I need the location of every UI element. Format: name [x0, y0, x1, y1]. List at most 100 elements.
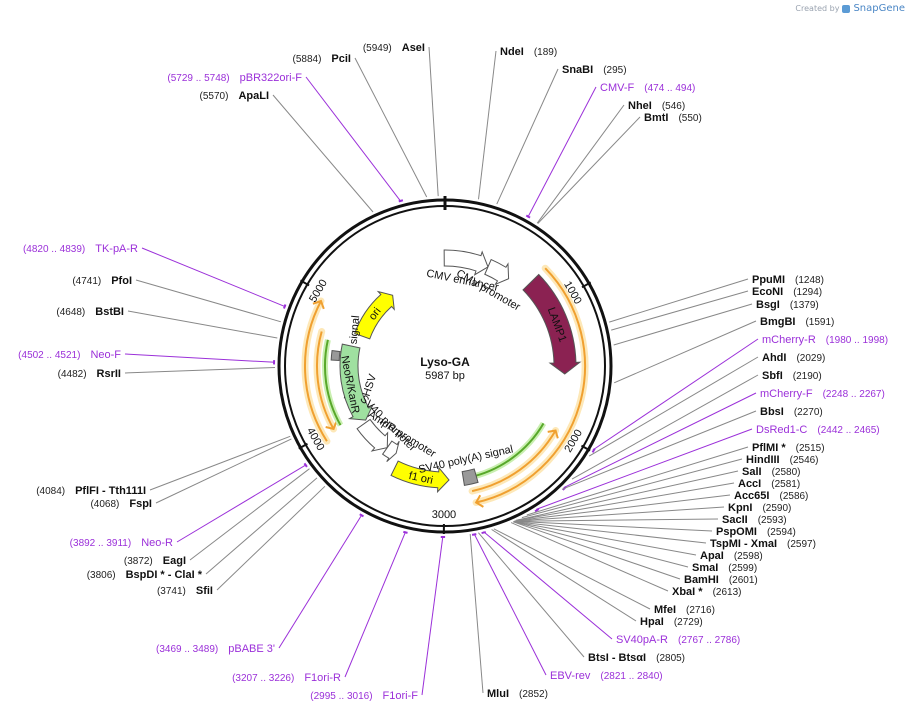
primer-binding-mark: [591, 448, 596, 453]
primer-site[interactable]: pBR322ori-F(5729 .. 5748): [167, 72, 302, 84]
feature-tk-poly-a-signal[interactable]: [330, 349, 341, 361]
enzyme-site[interactable]: PflFI - Tth111I(4084): [36, 485, 146, 497]
primer-site[interactable]: F1ori-R(3207 .. 3226): [232, 672, 341, 684]
orf-arc[interactable]: [471, 429, 557, 493]
site-position: (2716): [686, 605, 715, 616]
primer-site[interactable]: Neo-F(4502 .. 4521): [18, 349, 121, 361]
enzyme-site[interactable]: Acc65I(2586): [734, 490, 808, 502]
feature-ori[interactable]: [354, 290, 395, 340]
primer-binding-mark: [283, 304, 287, 309]
enzyme-site[interactable]: EagI(3872): [124, 555, 186, 567]
enzyme-site[interactable]: BstBI(4648): [56, 306, 124, 318]
enzyme-site[interactable]: BtsI - BtsαI(2805): [588, 652, 685, 664]
enzyme-site[interactable]: BamHI(2601): [684, 574, 758, 586]
primer-site[interactable]: EBV-rev(2821 .. 2840): [550, 670, 663, 682]
orf-arc[interactable]: [315, 331, 335, 430]
enzyme-site[interactable]: HpaI(2729): [640, 616, 703, 628]
primer-site[interactable]: F1ori-F(2995 .. 3016): [310, 690, 418, 702]
enzyme-site[interactable]: SacII(2593): [722, 514, 787, 526]
site-name: TK-pA-R: [95, 243, 138, 255]
enzyme-site[interactable]: TspMI - XmaI(2597): [710, 538, 816, 550]
primer-leader-line: [473, 533, 547, 676]
enzyme-leader-line: [521, 458, 743, 519]
site-name: pBABE 3': [228, 643, 275, 655]
enzyme-leader-line: [510, 522, 669, 592]
enzyme-site[interactable]: PpuMI(1248): [752, 274, 824, 286]
orf-arc[interactable]: [303, 300, 328, 442]
site-position: (4068): [90, 499, 119, 510]
enzyme-site[interactable]: RsrII(4482): [58, 368, 121, 380]
primer-leader-line: [176, 464, 307, 543]
enzyme-site[interactable]: PciI(5884): [293, 53, 351, 65]
feature-f1-ori[interactable]: [390, 460, 450, 494]
primer-site[interactable]: Neo-R(3892 .. 3911): [70, 537, 173, 549]
feature-lamp1[interactable]: [522, 273, 582, 375]
site-name: CMV-F: [600, 82, 635, 94]
enzyme-site[interactable]: AseI(5949): [363, 42, 425, 54]
orf-arc-green[interactable]: [323, 339, 342, 426]
enzyme-site[interactable]: NheI(546): [628, 100, 685, 112]
plasmid-length: 5987 bp: [425, 370, 465, 382]
enzyme-leader-line: [611, 290, 749, 331]
feature-sv40-poly-a-signal[interactable]: [461, 468, 479, 487]
enzyme-site[interactable]: SfiI(3741): [157, 585, 213, 597]
enzyme-site[interactable]: ApaI(2598): [700, 550, 763, 562]
site-name: DsRed1-C: [756, 424, 807, 436]
site-name: SV40pA-R: [616, 634, 668, 646]
site-name: Acc65I: [734, 490, 769, 502]
enzyme-site[interactable]: BbsI(2270): [760, 406, 823, 418]
enzyme-site[interactable]: SalI(2580): [742, 466, 800, 478]
primer-site[interactable]: TK-pA-R(4820 .. 4839): [23, 243, 138, 255]
enzyme-site[interactable]: BmgBI(1591): [760, 316, 834, 328]
enzyme-site[interactable]: HindIII(2546): [746, 454, 819, 466]
enzyme-site[interactable]: NdeI(189): [500, 46, 557, 58]
feature-cmv-promoter[interactable]: [484, 258, 510, 286]
enzyme-site[interactable]: EcoNI(1294): [752, 286, 822, 298]
primer-site[interactable]: mCherry-F(2248 .. 2267): [760, 388, 885, 400]
primer-leader-line: [563, 392, 757, 489]
feature-ampr-promoter[interactable]: [381, 440, 400, 463]
site-position: (2995 .. 3016): [310, 691, 372, 702]
primer-site[interactable]: SV40pA-R(2767 .. 2786): [616, 634, 740, 646]
enzyme-site[interactable]: SbfI(2190): [762, 370, 822, 382]
primer-site[interactable]: mCherry-R(1980 .. 1998): [762, 334, 888, 346]
orf-arc[interactable]: [475, 267, 586, 504]
enzyme-site[interactable]: PfoI(4741): [72, 275, 132, 287]
enzyme-site[interactable]: XbaI *(2613): [672, 586, 741, 598]
enzyme-site[interactable]: MfeI(2716): [654, 604, 715, 616]
enzyme-site[interactable]: SmaI(2599): [692, 562, 757, 574]
enzyme-leader-line: [155, 438, 292, 504]
feature-neor-kanr[interactable]: [339, 343, 374, 421]
enzyme-leader-line: [571, 374, 759, 480]
site-name: SnaBI: [562, 64, 593, 76]
primer-site[interactable]: pBABE 3'(3469 .. 3489): [156, 643, 275, 655]
enzyme-site[interactable]: BmtI(550): [644, 112, 702, 124]
primer-site[interactable]: DsRed1-C(2442 .. 2465): [756, 424, 880, 436]
brand-name[interactable]: SnapGene: [853, 3, 905, 14]
site-name: ApaI: [700, 550, 724, 562]
site-position: (2593): [758, 515, 787, 526]
enzyme-leader-line: [189, 468, 310, 561]
site-position: (5570): [200, 91, 229, 102]
enzyme-site[interactable]: PspOMI(2594): [716, 526, 796, 538]
enzyme-site[interactable]: AhdI(2029): [762, 352, 825, 364]
site-name: EagI: [163, 555, 186, 567]
primer-site[interactable]: CMV-F(474 .. 494): [600, 82, 695, 94]
site-position: (2601): [729, 575, 758, 586]
primer-leader-line: [141, 247, 286, 308]
enzyme-site[interactable]: ApaLI(5570): [200, 90, 269, 102]
site-name: AhdI: [762, 352, 786, 364]
enzyme-site[interactable]: AccI(2581): [738, 478, 800, 490]
site-position: (189): [534, 47, 557, 58]
enzyme-site[interactable]: SnaBI(295): [562, 64, 627, 76]
orf-arc-green[interactable]: [468, 422, 545, 479]
enzyme-site[interactable]: BsgI(1379): [756, 299, 819, 311]
enzyme-site[interactable]: PflMI *(2515): [752, 442, 825, 454]
feature-sv40-promoter[interactable]: [356, 418, 389, 452]
enzyme-site[interactable]: FspI(4068): [90, 498, 152, 510]
enzyme-site[interactable]: MluI(2852): [487, 688, 548, 700]
site-name: NheI: [628, 100, 652, 112]
site-name: EcoNI: [752, 286, 783, 298]
enzyme-site[interactable]: BspDI * - ClaI *(3806): [87, 569, 203, 581]
enzyme-site[interactable]: KpnI(2590): [728, 502, 791, 514]
